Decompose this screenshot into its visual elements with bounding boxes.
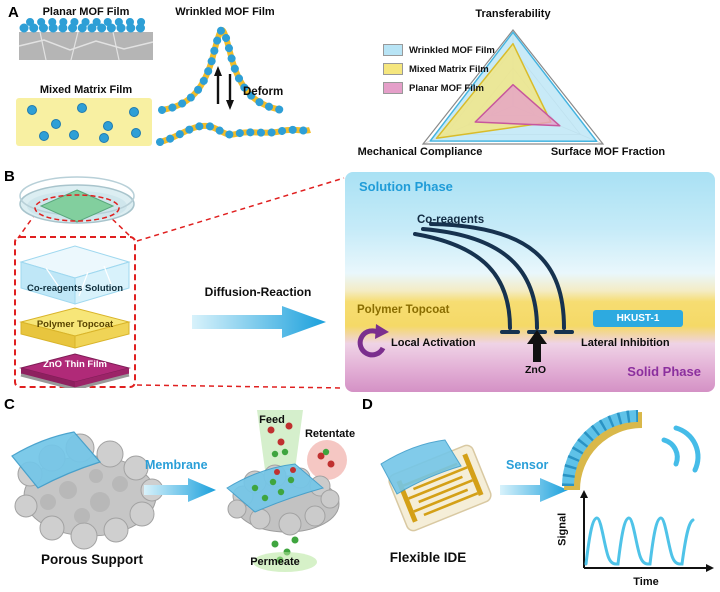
- legend-label-planar: Planar MOF Film: [409, 82, 484, 94]
- lateral-inhibition-label: Lateral Inhibition: [581, 337, 670, 349]
- local-activation-cycle-icon: [357, 328, 386, 358]
- flexible-ide-illustration: [380, 439, 492, 532]
- permeate-glow: [253, 552, 317, 572]
- legend-label-wrinkled: Wrinkled MOF Film: [409, 44, 495, 56]
- legend-item-mixed: Mixed Matrix Film: [383, 63, 495, 75]
- hkust-bar: HKUST-1: [593, 310, 683, 327]
- reaction-scheme-panel: Solution Phase Co-reagents Polymer Topco…: [345, 172, 715, 392]
- diffusion-reaction-label: Diffusion-Reaction: [204, 285, 312, 299]
- wireless-signal-icon: [661, 425, 701, 473]
- membrane-sheet: [226, 463, 325, 513]
- membrane-separation-illustration: [226, 410, 347, 572]
- diffusion-reaction-arrow-icon: [192, 306, 326, 338]
- panel-d-label: D: [362, 396, 373, 413]
- legend-label-mixed: Mixed Matrix Film: [409, 63, 489, 75]
- mof-film-sheet: [11, 431, 102, 489]
- reaction-arrows: [357, 222, 574, 362]
- petri-dish: [19, 176, 135, 224]
- radar-axis-transferability: Transferability: [475, 8, 551, 20]
- polymer-topcoat-layer-label: Polymer Topcoat: [36, 319, 114, 330]
- y-axis-arrow-icon: [580, 490, 588, 498]
- wrinkled-mof-film-title: Wrinkled MOF Film: [175, 6, 275, 18]
- x-axis-arrow-icon: [706, 564, 714, 572]
- local-activation-label: Local Activation: [391, 337, 476, 349]
- retentate-bubble: [307, 440, 347, 480]
- wrinkled-mof-film-illustration: [156, 25, 314, 146]
- layer-stack-illustration: [19, 245, 131, 388]
- flexible-ide-label: Flexible IDE: [389, 550, 467, 565]
- mof-film-sheet: [380, 439, 462, 495]
- panel-a-label: A: [8, 4, 19, 21]
- legend-swatch-planar: [383, 82, 403, 94]
- radar-chart: [421, 29, 605, 145]
- panel-b-label: B: [4, 168, 15, 185]
- zno-label: ZnO: [525, 364, 546, 376]
- sensor-arrow-icon: [500, 478, 568, 502]
- mof-film-in-dish: [39, 189, 115, 223]
- porous-support-illustration: [11, 431, 164, 550]
- legend-item-wrinkled: Wrinkled MOF Film: [383, 44, 495, 56]
- bent-sensor-illustration: [562, 410, 701, 491]
- solid-phase-label: Solid Phase: [627, 364, 701, 379]
- down-arrow-icon: [226, 100, 234, 110]
- time-axis-label: Time: [633, 576, 659, 588]
- radar-axis-surface-mof-fraction: Surface MOF Fraction: [550, 146, 666, 158]
- co-reagents-solution-label: Co-reagents Solution: [26, 283, 124, 294]
- planar-mof-film-title: Planar MOF Film: [42, 6, 130, 18]
- planar-mof-film-illustration: [18, 18, 154, 61]
- retentate-label: Retentate: [304, 428, 356, 440]
- signal-time-chart: [580, 490, 714, 572]
- solution-phase-label: Solution Phase: [359, 179, 453, 194]
- mixed-matrix-film-title: Mixed Matrix Film: [39, 84, 133, 96]
- permeate-label: Permeate: [250, 556, 300, 568]
- mixed-matrix-film-illustration: [16, 98, 152, 146]
- radar-legend: Wrinkled MOF Film Mixed Matrix Film Plan…: [383, 44, 495, 94]
- polymer-topcoat-label: Polymer Topcoat: [357, 304, 450, 316]
- co-reagents-label: Co-reagents: [417, 214, 485, 226]
- layer-stack: Co-reagents Solution Polymer Topcoat ZnO…: [14, 236, 136, 388]
- feed-label: Feed: [259, 414, 285, 426]
- legend-swatch-wrinkled: [383, 44, 403, 56]
- membrane-label: Membrane: [145, 458, 208, 472]
- zoom-circle: [34, 194, 120, 222]
- sensor-label: Sensor: [506, 458, 549, 472]
- zno-thin-film-label: ZnO Thin Film: [43, 359, 107, 370]
- signal-waveform: [584, 516, 695, 566]
- legend-swatch-mixed: [383, 63, 403, 75]
- legend-item-planar: Planar MOF Film: [383, 82, 495, 94]
- signal-axis-label: Signal: [556, 512, 569, 546]
- zno-up-arrow-icon: [527, 330, 547, 362]
- membrane-arrow-icon: [144, 478, 216, 502]
- porous-support-label: Porous Support: [41, 552, 143, 567]
- deform-label: Deform: [243, 86, 284, 98]
- panel-c-label: C: [4, 396, 15, 413]
- radar-axis-mechanical-compliance: Mechanical Compliance: [357, 146, 483, 158]
- up-arrow-icon: [214, 66, 222, 76]
